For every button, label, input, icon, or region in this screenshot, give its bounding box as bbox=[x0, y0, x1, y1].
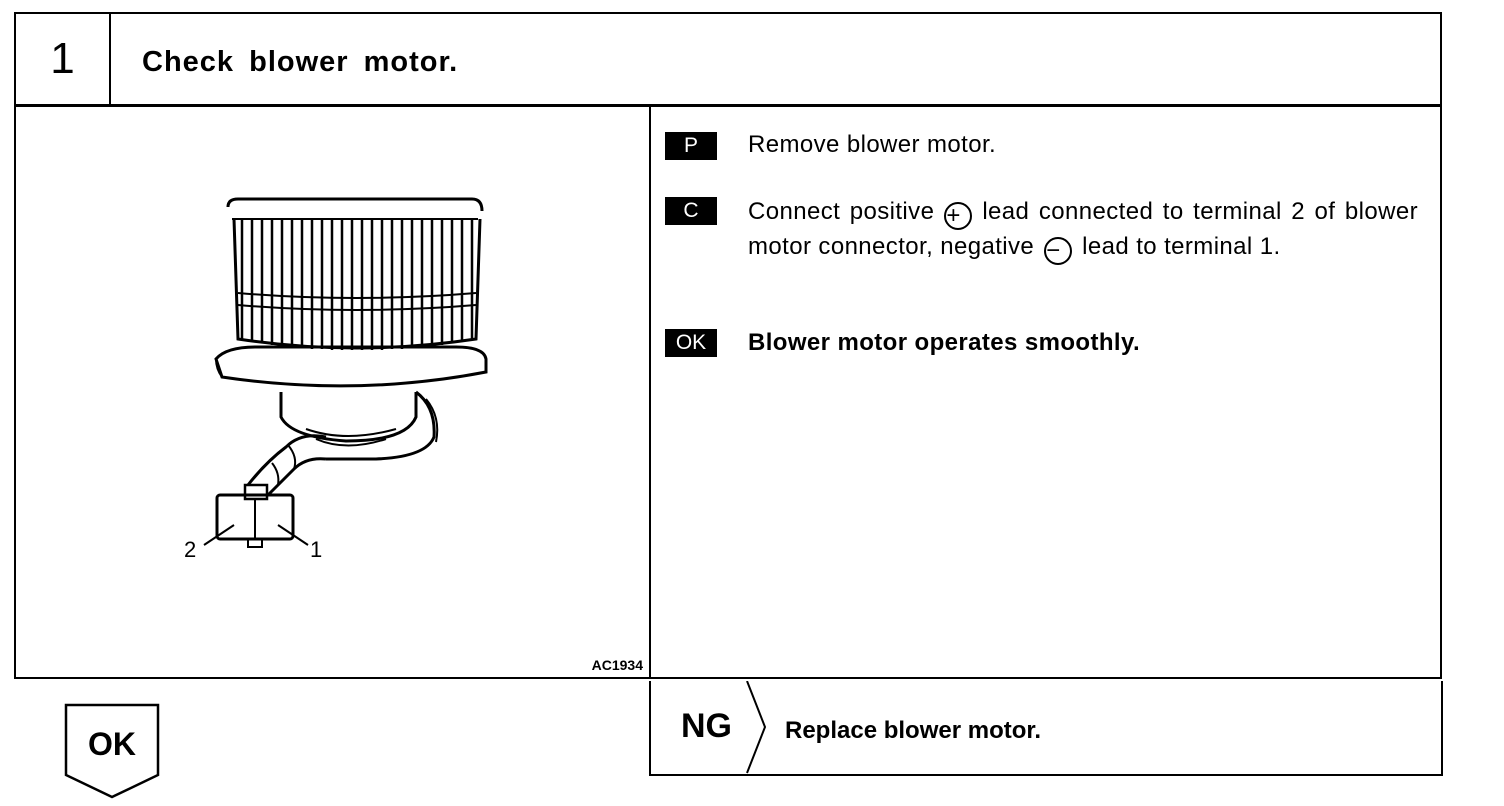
figure-code: AC1934 bbox=[591, 657, 643, 673]
ng-result-label: NG bbox=[681, 707, 732, 745]
ng-action-text: Replace blower motor. bbox=[785, 717, 1042, 744]
negative-symbol-icon: − bbox=[1044, 237, 1073, 265]
ok-result-box: OK bbox=[64, 703, 162, 806]
instruction-text: Blower motor operates smoothly. bbox=[748, 329, 1141, 356]
ok-result-label: OK bbox=[88, 726, 136, 762]
ng-arrow-divider bbox=[746, 681, 767, 774]
step-title: Check blower motor. bbox=[142, 46, 459, 78]
badge-p: P bbox=[665, 132, 717, 160]
blower-motor-drawing: 2 1 bbox=[184, 197, 488, 562]
instructions-panel: P Remove blower motor. C Connect positiv… bbox=[651, 107, 1442, 679]
instruction-text: Connect positive+lead connected to termi… bbox=[748, 198, 1418, 265]
inspection-table: 1 Check blower motor. bbox=[14, 12, 1442, 679]
step-header: 1 Check blower motor. bbox=[16, 14, 1440, 107]
instruction-text: Remove blower motor. bbox=[748, 131, 997, 158]
badge-c: C bbox=[665, 197, 717, 225]
badge-ok: OK bbox=[665, 329, 717, 357]
positive-symbol-icon: + bbox=[944, 202, 973, 230]
ok-arrow-shape: OK bbox=[64, 703, 160, 799]
terminal-1-label: 1 bbox=[310, 537, 322, 562]
step-number: 1 bbox=[16, 14, 111, 104]
terminal-2-label: 2 bbox=[184, 537, 196, 562]
blower-motor-illustration: 2 1 AC1934 bbox=[16, 107, 651, 679]
ng-result-box: NG Replace blower motor. bbox=[649, 681, 1443, 776]
